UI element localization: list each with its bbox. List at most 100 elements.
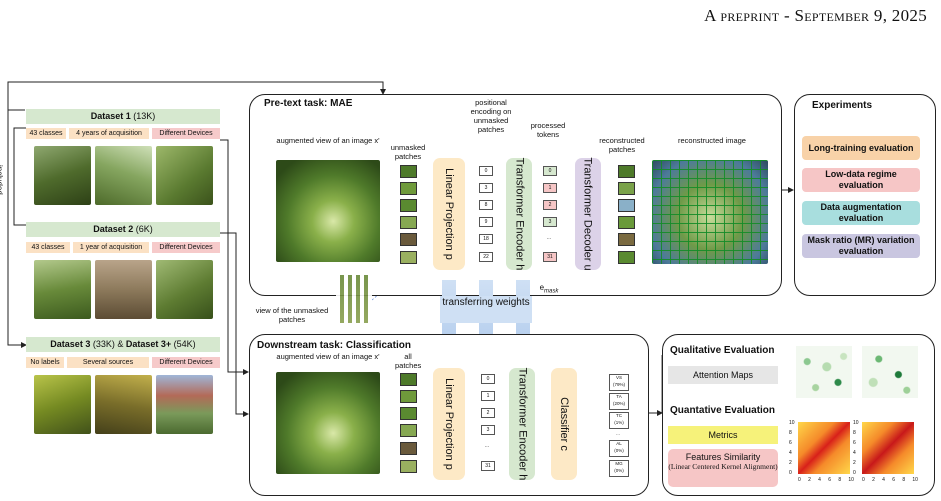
pretext-patch xyxy=(400,199,417,212)
class-output: TA(20%) xyxy=(609,393,629,410)
dataset3-photo-2 xyxy=(95,375,152,434)
downstream-linear-projection: Linear Projection p xyxy=(433,368,465,480)
axis-tick: 2 xyxy=(789,460,792,466)
axis-tick: 6 xyxy=(853,440,856,446)
downstream-token: 0 xyxy=(481,374,495,384)
pretext-linear-projection: Linear Projection p xyxy=(433,158,465,270)
axis-tick: 10 xyxy=(912,477,918,483)
axis-tick: 4 xyxy=(882,477,885,483)
processed-token: 1 xyxy=(543,183,557,193)
dataset3-size: (33K) & xyxy=(92,339,124,349)
pretext-token: 3 xyxy=(479,183,493,193)
recon-patch xyxy=(618,233,635,246)
downstream-encoder: Transformer Encoder h xyxy=(509,368,535,480)
dataset2-tag-classes: 43 classes xyxy=(26,242,70,253)
downstream-aug-label: augmented view of an image x' xyxy=(276,352,380,361)
header-sep: - xyxy=(779,6,795,25)
pretext-patch xyxy=(400,216,417,229)
recon-patch xyxy=(618,182,635,195)
class-prob: (0%) xyxy=(614,467,624,473)
processed-token: 2 xyxy=(543,200,557,210)
experiment-low-data: Low-data regime evaluation xyxy=(802,168,920,192)
processed-token: 0 xyxy=(543,166,557,176)
dataset2-size: (6K) xyxy=(135,224,153,234)
axis-tick: 8 xyxy=(902,477,906,483)
pretext-aug-label: augmented view of an image x' xyxy=(276,136,380,145)
axis-tick: 2 xyxy=(853,460,856,466)
experiments-title: Experiments xyxy=(812,100,873,111)
axis-tick: 8 xyxy=(853,430,856,436)
axis-tick: 0 xyxy=(798,477,801,483)
page-header: A preprint - September 9, 2025 xyxy=(704,6,927,26)
attention-maps-box: Attention Maps xyxy=(668,366,778,384)
downstream-linear-label: Linear Projection p xyxy=(443,378,456,470)
dataset1-size: (13K) xyxy=(133,111,156,121)
unmasked-view-label: view of the unmasked patches xyxy=(255,306,329,324)
downstream-classifier: Classifier c xyxy=(551,368,577,480)
dataset1-photo-1 xyxy=(34,146,91,205)
processed-token: 3 xyxy=(543,217,557,227)
experiment-long-training: Long-training evaluation xyxy=(802,136,920,160)
dataset1-tag-years: 4 years of acquisition xyxy=(69,128,149,139)
dataset3plus-size: (54K) xyxy=(173,339,196,349)
dataset1-name: Dataset 1 xyxy=(90,111,131,121)
downstream-token: 3 xyxy=(481,425,495,435)
class-name: AL xyxy=(616,441,622,446)
experiments-panel xyxy=(794,94,936,296)
recon-patch xyxy=(618,199,635,212)
pretext-encoder: Transformer Encoder h xyxy=(506,158,532,270)
transfer-label: transferring weights xyxy=(440,296,532,323)
axis-tick: 6 xyxy=(789,440,792,446)
class-name: MG xyxy=(615,461,623,466)
axis-tick: 6 xyxy=(828,477,832,483)
axis-tick: 10 xyxy=(789,420,795,426)
downstream-token: 1 xyxy=(481,391,495,401)
axis-tick: 6 xyxy=(892,477,896,483)
class-prob: (0%) xyxy=(614,447,624,453)
axis-tick: 0 xyxy=(789,470,792,476)
dataset3plus-name: Dataset 3+ xyxy=(125,339,172,349)
dataset1-tag-devices: Different Devices xyxy=(152,128,220,139)
dataset3-photo-3 xyxy=(156,375,213,434)
pretext-unmasked-label: unmasked patches xyxy=(390,143,426,161)
pretext-recon-patches-label: reconstructed patches xyxy=(599,136,645,154)
mask-token-e: e xyxy=(539,283,545,292)
dataset2-title: Dataset 2 (6K) xyxy=(26,222,220,237)
pretext-pos-label: positional encoding on unmasked patches xyxy=(470,98,512,134)
dataset3-title: Dataset 3 (33K) & Dataset 3+ (54K) xyxy=(26,337,220,352)
dataset3-tag-devices: Different Devices xyxy=(152,357,220,368)
cka-heatmap-1 xyxy=(798,422,850,474)
included-label: included xyxy=(0,165,4,195)
axis-tick: 8 xyxy=(838,477,842,483)
dataset3-tag-sources: Several sources xyxy=(67,357,149,368)
mask-token-label: emask xyxy=(536,283,562,297)
quantitative-title: Quantative Evaluation xyxy=(670,405,776,416)
pretext-title: Pre-text task: MAE xyxy=(264,98,353,109)
pretext-patch xyxy=(400,182,417,195)
pretext-patch xyxy=(400,251,417,264)
class-output: AL(0%) xyxy=(609,440,629,457)
dataset3-tag-labels: No labels xyxy=(26,357,64,368)
axis-tick: 0 xyxy=(862,477,865,483)
class-prob: (1%) xyxy=(614,419,624,425)
downstream-patch xyxy=(400,460,417,473)
axis-tick: 0 xyxy=(853,470,856,476)
axis-tick: 2 xyxy=(808,477,811,483)
processed-token: 31 xyxy=(543,252,557,262)
dataset2-photo-3 xyxy=(156,260,213,319)
downstream-patch xyxy=(400,390,417,403)
downstream-token: 2 xyxy=(481,408,495,418)
pretext-recon-image-label: reconstructed image xyxy=(678,136,746,145)
pretext-processed-label: processed tokens xyxy=(530,121,566,139)
axis-tick: 10 xyxy=(848,477,854,483)
axis-tick: 4 xyxy=(818,477,821,483)
downstream-patch xyxy=(400,407,417,420)
class-prob: (20%) xyxy=(612,400,625,406)
pretext-patch xyxy=(400,165,417,178)
downstream-token: 31 xyxy=(481,461,495,471)
dataset1-tag-classes: 43 classes xyxy=(26,128,66,139)
downstream-patch xyxy=(400,373,417,386)
axis-tick: 10 xyxy=(853,420,859,426)
recon-patch xyxy=(618,251,635,264)
pretext-decoder: Transformer Decoder u xyxy=(575,157,601,271)
